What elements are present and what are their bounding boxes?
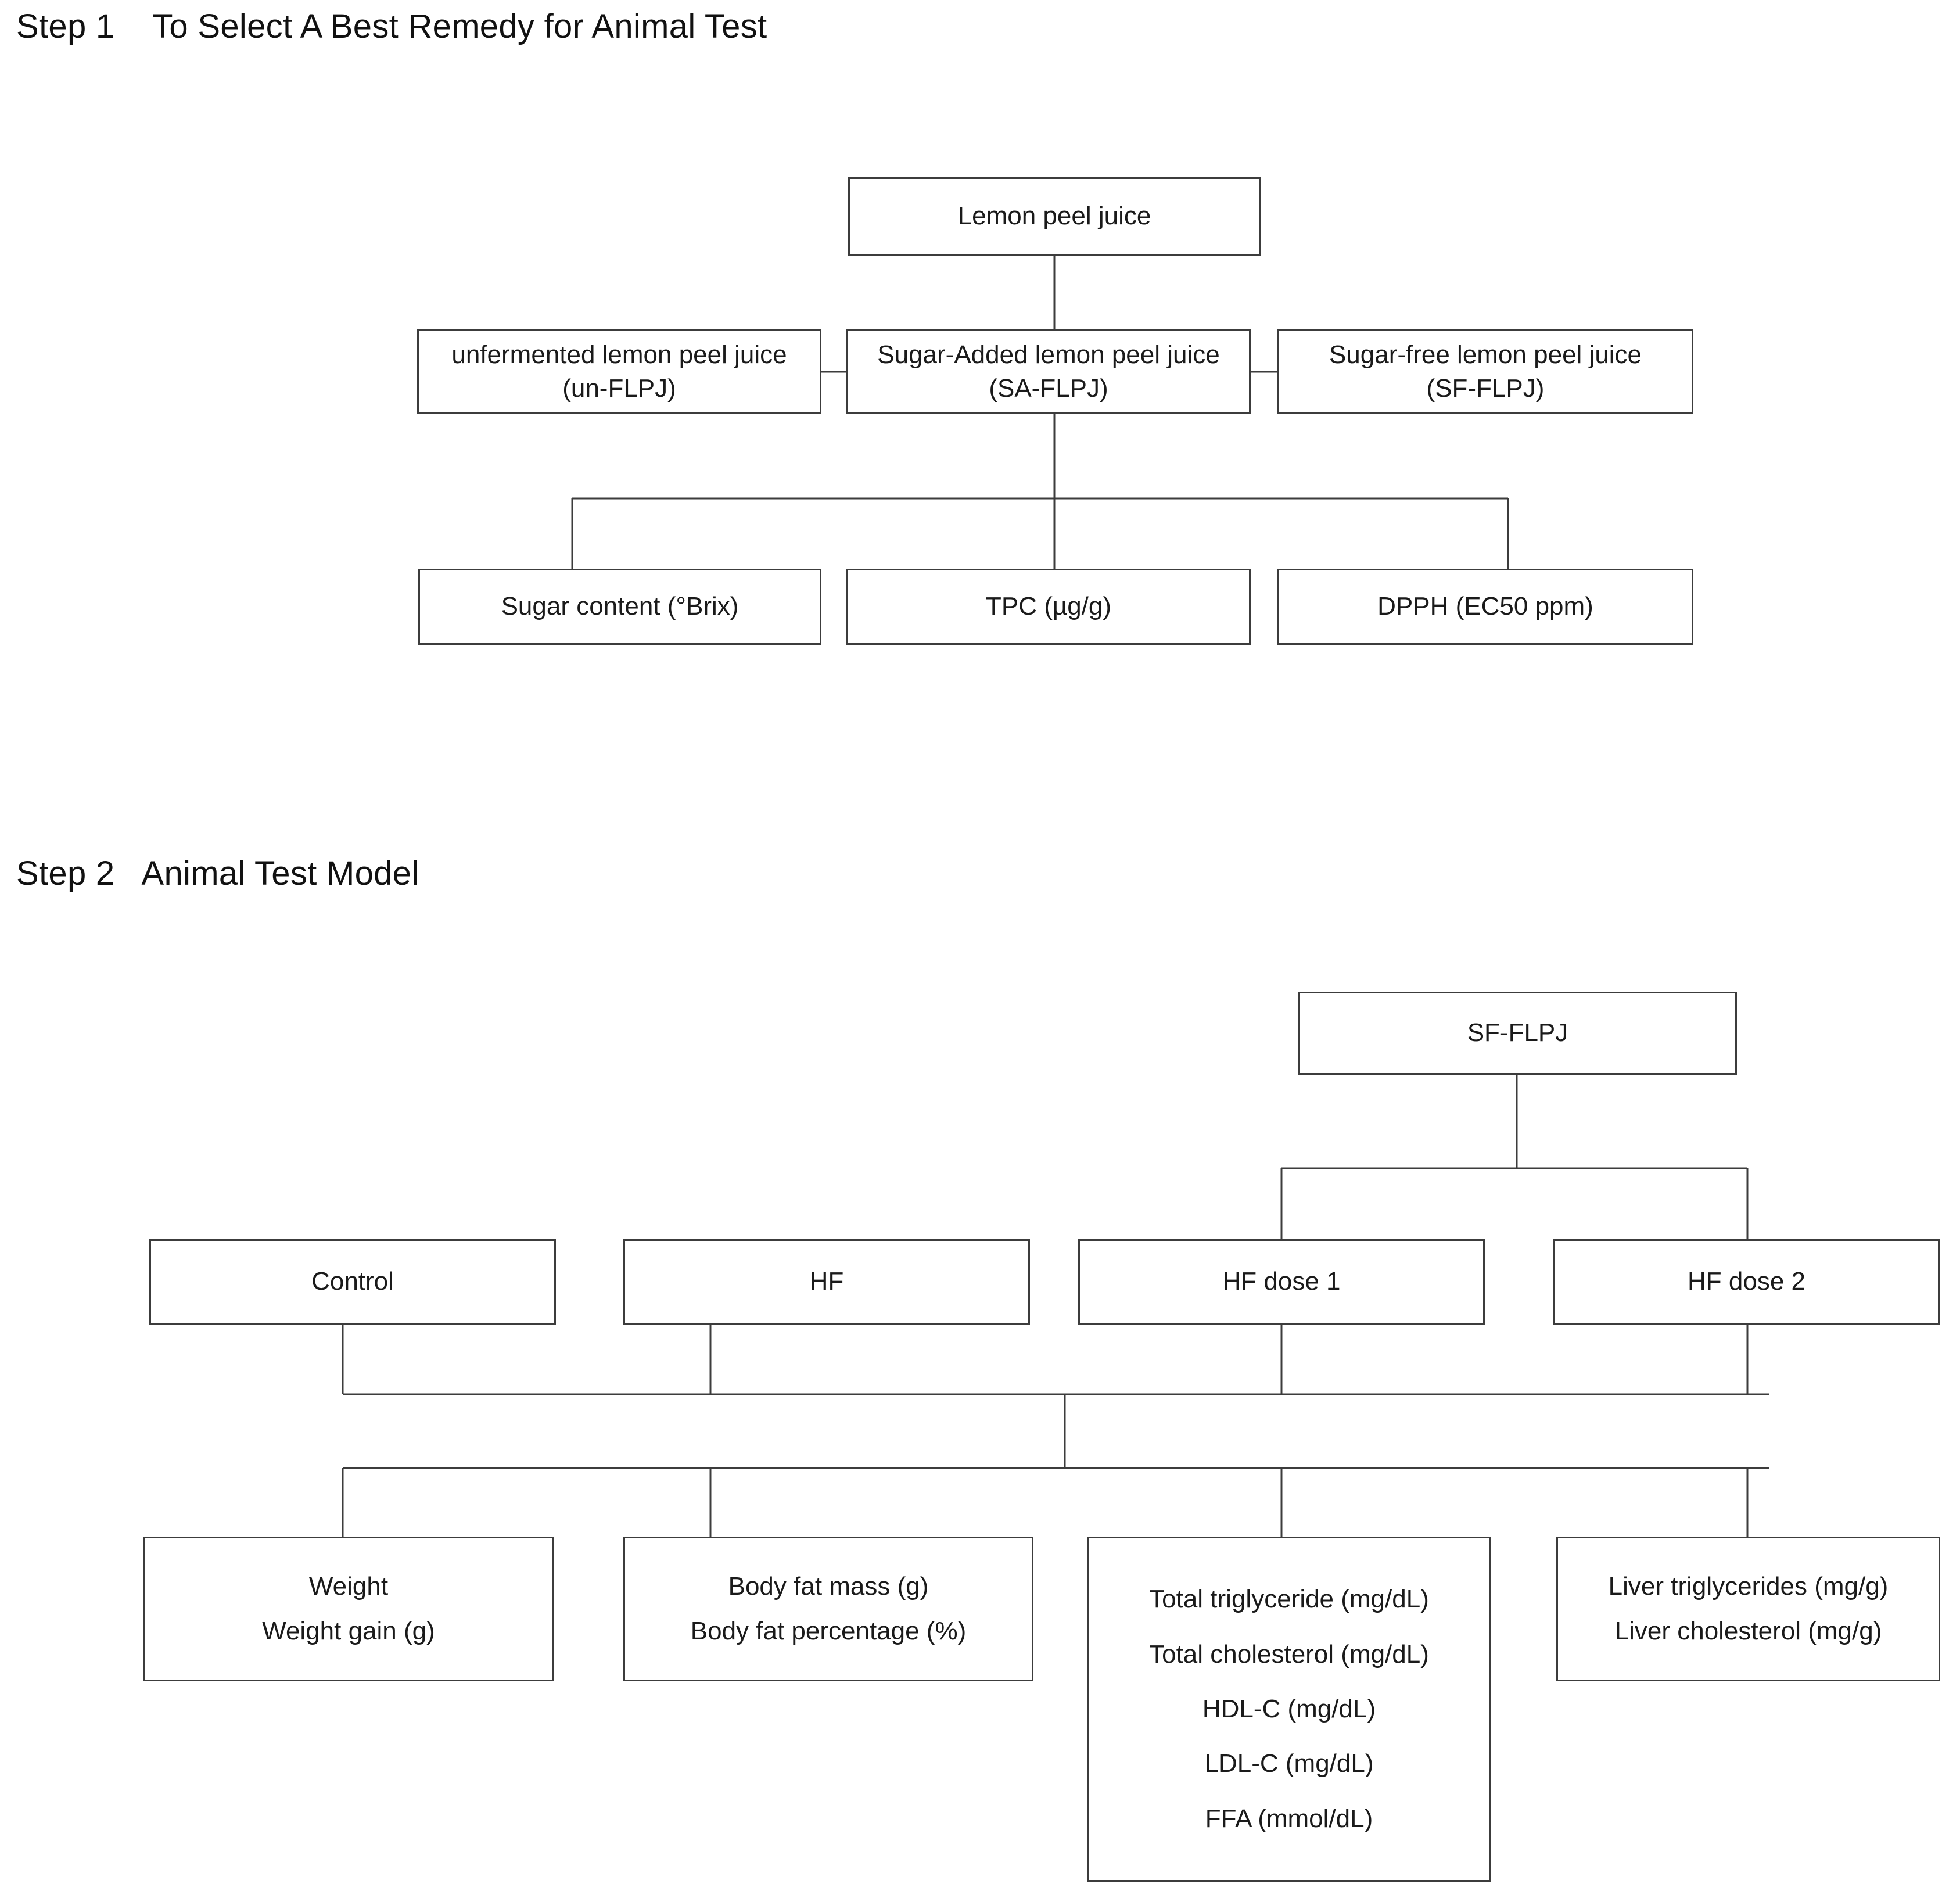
node-label-line1: Sugar-Added lemon peel juice	[877, 340, 1220, 369]
node-label: Sugar content (°Brix)	[501, 592, 739, 621]
node-group-control[interactable]: Control	[149, 1239, 556, 1325]
node-label-line2: (un-FLPJ)	[562, 374, 676, 403]
node-label-line1: Liver triglycerides (mg/g)	[1608, 1571, 1889, 1601]
node-lemon-peel-juice[interactable]: Lemon peel juice	[848, 177, 1261, 256]
node-group-hf-dose-1[interactable]: HF dose 1	[1078, 1239, 1485, 1325]
node-sf-flpj-root[interactable]: SF-FLPJ	[1298, 992, 1737, 1075]
node-group-hf[interactable]: HF	[623, 1239, 1030, 1325]
node-label: DPPH (EC50 ppm)	[1377, 592, 1593, 621]
node-outcome-body-fat[interactable]: Body fat mass (g) Body fat percentage (%…	[623, 1537, 1033, 1681]
node-tpc[interactable]: TPC (µg/g)	[846, 569, 1251, 645]
step1-title: Step 1 To Select A Best Remedy for Anima…	[16, 8, 767, 45]
node-label: Lemon peel juice	[957, 202, 1151, 231]
node-label-line5: FFA (mmol/dL)	[1205, 1804, 1373, 1833]
node-label-line2: (SF-FLPJ)	[1426, 374, 1545, 403]
node-sugar-added-lemon-peel-juice[interactable]: Sugar-Added lemon peel juice (SA-FLPJ)	[846, 329, 1251, 414]
node-sugar-content[interactable]: Sugar content (°Brix)	[418, 569, 821, 645]
node-label: SF-FLPJ	[1467, 1018, 1568, 1047]
node-group-hf-dose-2[interactable]: HF dose 2	[1553, 1239, 1940, 1325]
node-label-line1: Sugar-free lemon peel juice	[1329, 340, 1642, 369]
node-outcome-liver-lipids[interactable]: Liver triglycerides (mg/g) Liver cholest…	[1556, 1537, 1940, 1681]
node-label: TPC (µg/g)	[985, 592, 1112, 621]
step2-title: Step 2 Animal Test Model	[16, 855, 419, 892]
node-label-line4: LDL-C (mg/dL)	[1204, 1749, 1374, 1778]
node-unfermented-lemon-peel-juice[interactable]: unfermented lemon peel juice (un-FLPJ)	[417, 329, 821, 414]
node-label: HF dose 2	[1688, 1267, 1805, 1296]
node-outcome-weight[interactable]: Weight Weight gain (g)	[143, 1537, 554, 1681]
node-label-line1: unfermented lemon peel juice	[451, 340, 787, 369]
node-label-line2: Liver cholesterol (mg/g)	[1614, 1617, 1882, 1646]
node-label-line3: HDL-C (mg/dL)	[1202, 1694, 1376, 1723]
node-label: HF dose 1	[1222, 1267, 1341, 1296]
node-label-line2: Body fat percentage (%)	[690, 1617, 967, 1646]
node-label-line2: Total cholesterol (mg/dL)	[1149, 1639, 1429, 1668]
node-label-line2: Weight gain (g)	[262, 1617, 435, 1646]
node-label-line1: Total triglyceride (mg/dL)	[1149, 1585, 1429, 1614]
node-label-line1: Weight	[308, 1571, 389, 1601]
node-label: HF	[809, 1267, 844, 1296]
node-sugar-free-lemon-peel-juice[interactable]: Sugar-free lemon peel juice (SF-FLPJ)	[1277, 329, 1693, 414]
node-dpph[interactable]: DPPH (EC50 ppm)	[1277, 569, 1693, 645]
node-label-line1: Body fat mass (g)	[728, 1571, 929, 1601]
node-label-line2: (SA-FLPJ)	[989, 374, 1108, 403]
node-outcome-serum-lipids[interactable]: Total triglyceride (mg/dL) Total cholest…	[1087, 1537, 1491, 1882]
node-label: Control	[311, 1267, 394, 1296]
